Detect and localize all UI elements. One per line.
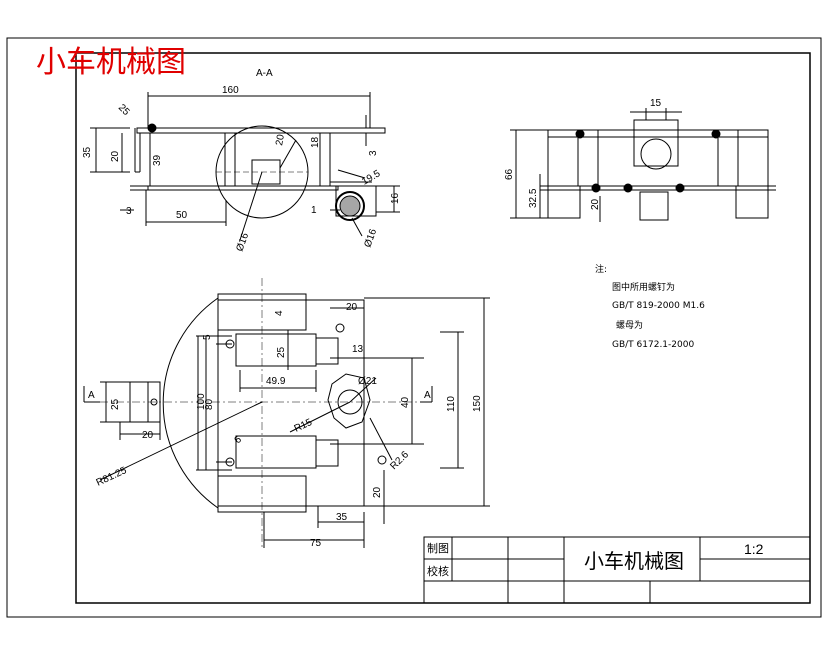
dim-110: 110: [446, 396, 457, 412]
dim-25: 25: [116, 102, 132, 118]
dim-16: 16: [390, 192, 401, 204]
dim-32-5: 32.5: [528, 188, 539, 208]
dim-35: 35: [336, 512, 348, 523]
dim-15: 15: [650, 98, 662, 109]
dim-20-side: 20: [590, 198, 601, 210]
notes-line2: GB/T 819-2000 M1.6: [612, 301, 705, 311]
notes-line1: 图中所用螺钉为: [612, 281, 675, 293]
dim-18: 18: [310, 136, 321, 148]
dim-25-caster: 25: [110, 398, 121, 410]
dim-150: 150: [472, 395, 483, 412]
dim-160: 160: [222, 85, 239, 96]
dim-20-caster: 20: [142, 430, 154, 441]
dim-20-hub: 20: [274, 133, 287, 146]
section-label: A-A: [256, 68, 273, 79]
dim-66: 66: [504, 168, 515, 180]
dim-3-right: 3: [368, 150, 379, 156]
title-block-drawn-label: 制图: [427, 542, 449, 555]
dim-13: 13: [352, 344, 364, 355]
outer-border: [6, 37, 822, 618]
plan-view: [83, 278, 490, 548]
dim-39: 39: [152, 154, 163, 166]
dim-25-plan: 25: [276, 346, 287, 358]
dim-20-right: 20: [372, 486, 383, 498]
inner-border: [75, 52, 811, 604]
dim-r81-25: R81.25: [95, 465, 129, 489]
title-block-scale: 1:2: [744, 541, 764, 557]
title-block: [423, 536, 811, 604]
dim-19-5: 19.5: [360, 168, 383, 187]
dim-phi16-b: Ø16: [362, 227, 379, 249]
section-marker-left: A: [88, 390, 95, 401]
dim-5: 5: [202, 334, 213, 340]
title-block-drawing-name: 小车机械图: [584, 549, 684, 573]
dim-r15: R15: [293, 417, 315, 435]
dim-50: 50: [176, 210, 188, 221]
dim-20-top: 20: [346, 302, 358, 313]
dim-1: 1: [311, 205, 317, 216]
dim-35: 35: [82, 146, 93, 158]
dim-49-9: 49.9: [266, 376, 286, 387]
side-view: [510, 108, 776, 222]
section-marker-right: A: [424, 390, 431, 401]
dim-phi16-a: Ø16: [234, 231, 251, 253]
dim-75: 75: [310, 538, 322, 549]
header-title: 小车机械图: [36, 45, 186, 80]
notes-heading: 注:: [595, 263, 607, 275]
notes-line3: 螺母为: [616, 319, 643, 331]
dim-40: 40: [400, 396, 411, 408]
dim-4: 4: [274, 310, 285, 316]
dim-phi21: Ø21: [358, 376, 377, 387]
dim-80: 80: [204, 398, 215, 410]
title-block-checked-label: 校核: [427, 564, 449, 578]
notes-line4: GB/T 6172.1-2000: [612, 340, 694, 350]
dim-r2-6: R2.6: [388, 449, 411, 472]
section-view: [90, 92, 400, 241]
dim-3-left: 3: [126, 206, 132, 217]
dim-100: 100: [196, 393, 207, 410]
dim-20: 20: [110, 150, 121, 162]
